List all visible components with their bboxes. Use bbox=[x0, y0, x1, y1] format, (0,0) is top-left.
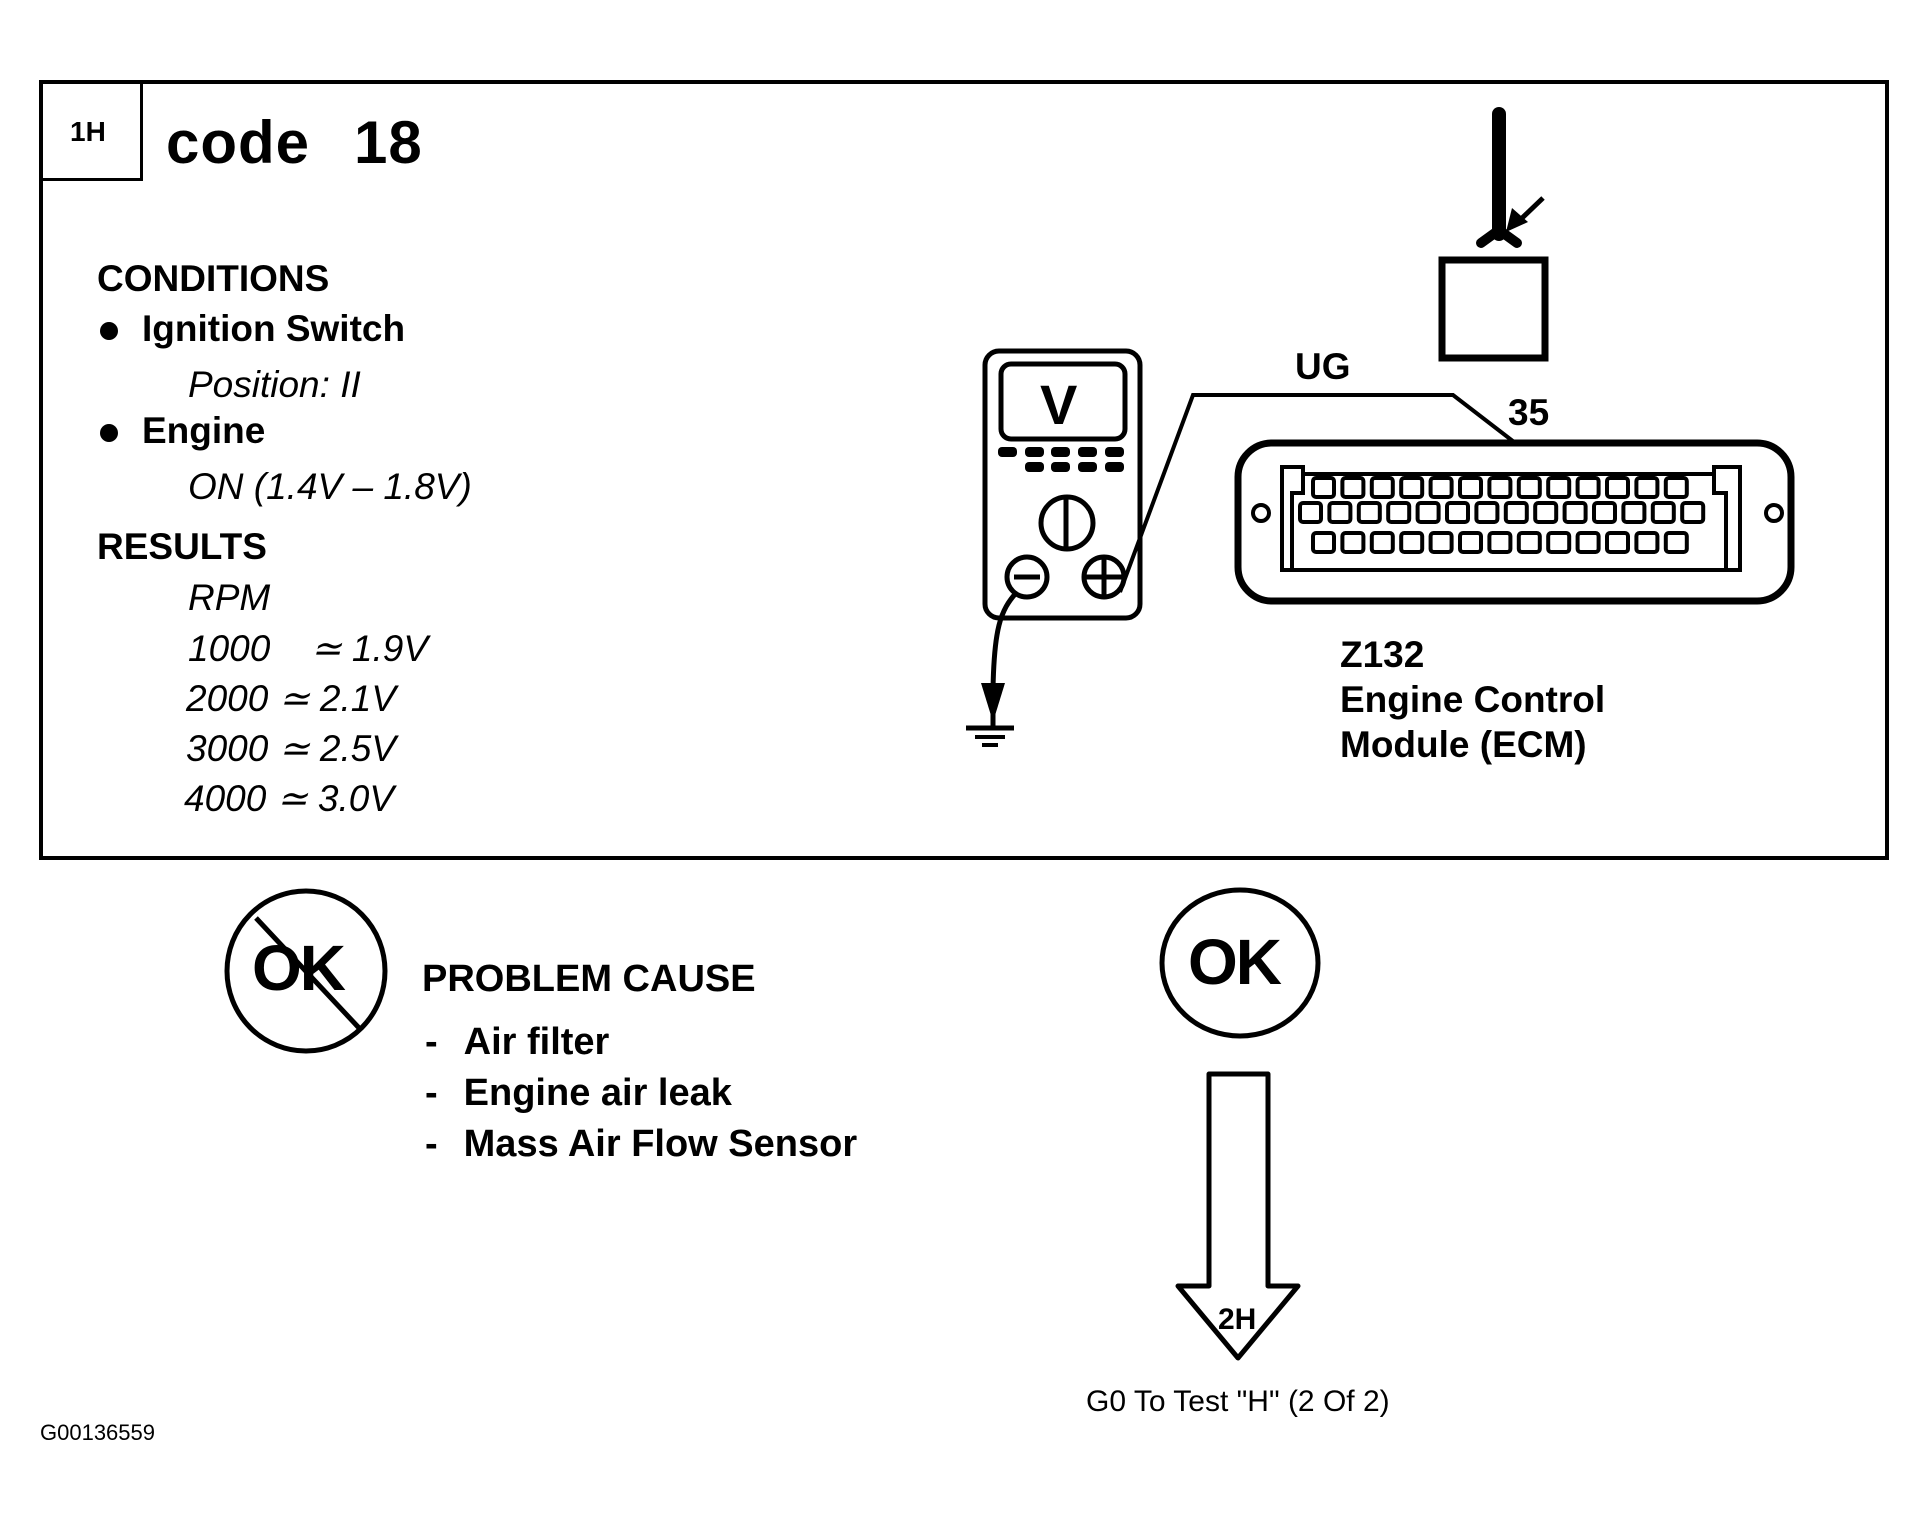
conditions-heading: CONDITIONS bbox=[97, 258, 330, 299]
approx-sign: ≃ bbox=[278, 678, 310, 719]
component-name-line2: Module (ECM) bbox=[1340, 724, 1587, 765]
connector-pin bbox=[1428, 531, 1454, 554]
connector-pin bbox=[1369, 476, 1395, 499]
figure-id: G00136559 bbox=[40, 1420, 155, 1445]
ok-badge-icon bbox=[1159, 887, 1321, 1039]
connector-pin bbox=[1415, 501, 1441, 524]
page-title: code 18 bbox=[166, 108, 423, 177]
pointer-arrow-icon bbox=[1506, 196, 1545, 232]
rpm-value: 3000 bbox=[186, 728, 269, 769]
connector-pin bbox=[1546, 531, 1572, 554]
connector-pin bbox=[1634, 476, 1660, 499]
connector-pin bbox=[1621, 501, 1647, 524]
connector-pin bbox=[1311, 531, 1336, 554]
voltmeter-icon bbox=[982, 348, 1143, 621]
connector-pin bbox=[1340, 476, 1366, 499]
connector-pin bbox=[1546, 476, 1572, 499]
wire-label: UG bbox=[1295, 346, 1351, 387]
connector-pin bbox=[1399, 531, 1425, 554]
connector-pin bbox=[1487, 531, 1513, 554]
connector-pin bbox=[1298, 501, 1323, 524]
component-name-line1: Engine Control bbox=[1340, 679, 1606, 720]
step-id: 1H bbox=[70, 116, 106, 147]
mounting-hole-icon bbox=[1764, 503, 1784, 523]
connector-pin bbox=[1445, 501, 1470, 524]
results-heading: RESULTS bbox=[97, 526, 267, 567]
connector-pin bbox=[1428, 476, 1454, 499]
cause-item: -Engine air leak bbox=[425, 1072, 732, 1114]
result-row: 3000 ≃ 2.5V bbox=[186, 727, 396, 770]
problem-cause-heading: PROBLEM CAUSE bbox=[422, 958, 756, 1000]
rpm-value: 1000 bbox=[188, 628, 271, 669]
connector-pin bbox=[1575, 476, 1601, 499]
next-step-link[interactable]: G0 To Test "H" (2 Of 2) bbox=[1086, 1385, 1390, 1418]
cause-item: -Mass Air Flow Sensor bbox=[425, 1123, 858, 1165]
connector-pin bbox=[1562, 501, 1588, 524]
connector-pin bbox=[1516, 531, 1542, 554]
connector-pin bbox=[1533, 501, 1559, 524]
connector-pin bbox=[1516, 476, 1542, 499]
connector-pin bbox=[1634, 531, 1660, 554]
component-id: Z132 bbox=[1340, 634, 1425, 675]
rpm-value: 2000 bbox=[186, 678, 269, 719]
result-row: 4000 ≃ 3.0V bbox=[184, 777, 394, 820]
connector-pin bbox=[1474, 501, 1500, 524]
not-ok-badge-icon bbox=[224, 888, 388, 1054]
connector-pin bbox=[1575, 531, 1601, 554]
voltage-value: 1.9V bbox=[351, 628, 429, 669]
ground-symbol-icon bbox=[966, 590, 1019, 747]
connector-pin bbox=[1356, 501, 1382, 524]
rpm-value: 4000 bbox=[184, 778, 267, 819]
condition-detail: ON (1.4V – 1.8V) bbox=[188, 466, 472, 507]
approx-sign: ≃ bbox=[310, 628, 342, 669]
bullet-icon bbox=[100, 424, 118, 442]
sensor-icon bbox=[1438, 107, 1549, 362]
bullet-icon bbox=[100, 322, 118, 340]
pin-number-label: 35 bbox=[1508, 392, 1550, 433]
connector-pin bbox=[1369, 531, 1395, 554]
connector-pin bbox=[1592, 501, 1617, 524]
next-step-label[interactable]: 2H bbox=[1218, 1303, 1257, 1336]
connector-pin bbox=[1605, 476, 1630, 499]
test-panel-frame bbox=[39, 80, 1889, 860]
connector-pin bbox=[1327, 501, 1353, 524]
not-ok-badge-text: OK bbox=[252, 932, 346, 1004]
connector-pin bbox=[1605, 531, 1630, 554]
connector-pin bbox=[1487, 476, 1513, 499]
connector-pin bbox=[1650, 501, 1676, 524]
rpm-column-label: RPM bbox=[188, 577, 271, 618]
approx-sign: ≃ bbox=[276, 778, 308, 819]
down-arrow-icon bbox=[1175, 1071, 1301, 1361]
connector-pin bbox=[1663, 476, 1689, 499]
result-row: 2000 ≃ 2.1V bbox=[186, 677, 396, 720]
condition-label: Ignition Switch bbox=[142, 308, 406, 349]
connector-pin bbox=[1663, 531, 1689, 554]
result-row: 1000 ≃ 1.9V bbox=[188, 627, 428, 670]
connector-pin bbox=[1458, 476, 1483, 499]
condition-label: Engine bbox=[142, 410, 266, 451]
condition-detail: Position: II bbox=[188, 364, 361, 405]
approx-sign: ≃ bbox=[278, 728, 310, 769]
connector-pin bbox=[1386, 501, 1412, 524]
ok-badge-text: OK bbox=[1188, 926, 1282, 998]
cause-item: -Air filter bbox=[425, 1021, 610, 1063]
mounting-hole-icon bbox=[1251, 503, 1271, 523]
step-id-box bbox=[40, 80, 143, 181]
code-number: 18 bbox=[354, 109, 423, 176]
meter-display-label: V bbox=[1040, 373, 1078, 436]
ecm-connector-icon bbox=[1234, 439, 1795, 605]
connector-pin bbox=[1340, 531, 1366, 554]
voltage-value: 2.1V bbox=[319, 678, 397, 719]
voltage-value: 2.5V bbox=[319, 728, 397, 769]
voltage-value: 3.0V bbox=[317, 778, 395, 819]
connector-pin bbox=[1311, 476, 1336, 499]
connector-pin bbox=[1458, 531, 1483, 554]
connector-pin bbox=[1503, 501, 1529, 524]
connector-pins bbox=[1298, 476, 1706, 554]
title-word: code bbox=[166, 109, 311, 176]
connector-pin bbox=[1680, 501, 1706, 524]
connector-pin bbox=[1399, 476, 1425, 499]
